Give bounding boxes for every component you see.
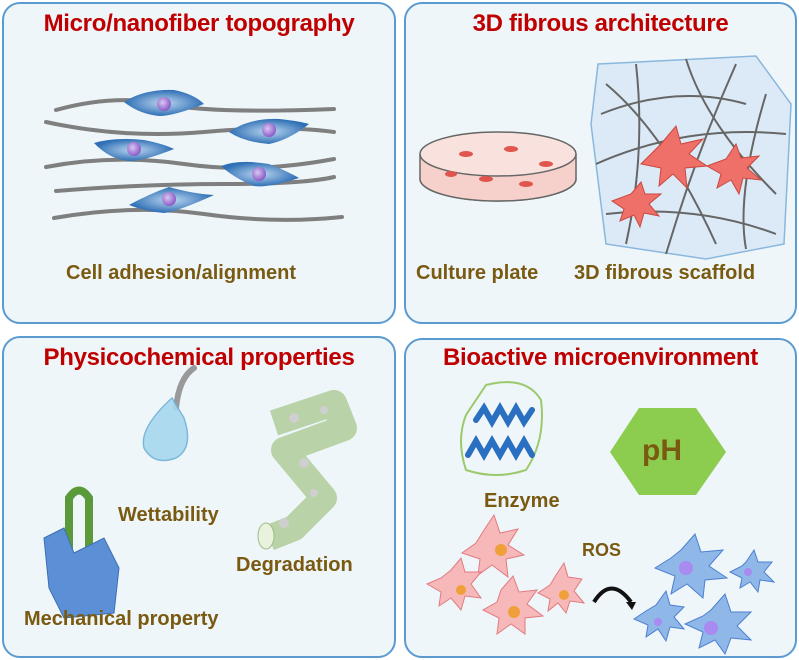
enzyme-protein-icon — [460, 381, 543, 476]
droplet-icon — [142, 365, 197, 462]
culture-plate-icon — [419, 131, 577, 202]
panel-title: Physicochemical properties — [43, 344, 355, 371]
mechanical-property-label: Mechanical property — [24, 608, 219, 630]
panel-title: Bioactive microenvironment — [443, 344, 758, 371]
enzyme-label: Enzyme — [484, 490, 560, 512]
panel-title: Micro/nanofiber topography — [43, 10, 355, 37]
cell-group — [94, 89, 309, 213]
degradation-fiber-icon — [257, 390, 357, 551]
mechanical-hand-icon — [43, 486, 120, 619]
physicochemical-illustration — [43, 365, 357, 619]
fibrous-scaffold-label: 3D fibrous scaffold — [574, 262, 756, 284]
cell-adhesion-label: Cell adhesion/alignment — [66, 262, 297, 284]
ph-hexagon-icon — [610, 408, 726, 495]
culture-plate-label: Culture plate — [416, 262, 539, 284]
ph-label: pH — [642, 434, 682, 467]
aligned-fibers-with-cells-illustration — [44, 89, 344, 222]
panel-bioactive: Bioactive microenvironment Enzyme pH ROS — [404, 338, 797, 658]
panel-title: 3D fibrous architecture — [472, 10, 729, 37]
wettability-label: Wettability — [118, 504, 219, 526]
panel-physicochemical: Physicochemical properties Wettability D… — [2, 336, 396, 658]
culture-plate-and-scaffold-illustration — [419, 55, 792, 260]
blue-cells-group — [632, 533, 776, 656]
pink-cells-group — [425, 513, 586, 636]
ros-label: ROS — [582, 540, 622, 560]
fibrous-scaffold-icon — [590, 55, 792, 260]
panel-topography: Micro/nanofiber topography Cell adhesion… — [2, 2, 396, 324]
panel-architecture: 3D fibrous architecture Cultur — [404, 2, 797, 324]
degradation-label: Degradation — [236, 554, 353, 576]
ros-arrow-icon — [592, 586, 633, 604]
bioactive-illustration — [425, 381, 776, 656]
